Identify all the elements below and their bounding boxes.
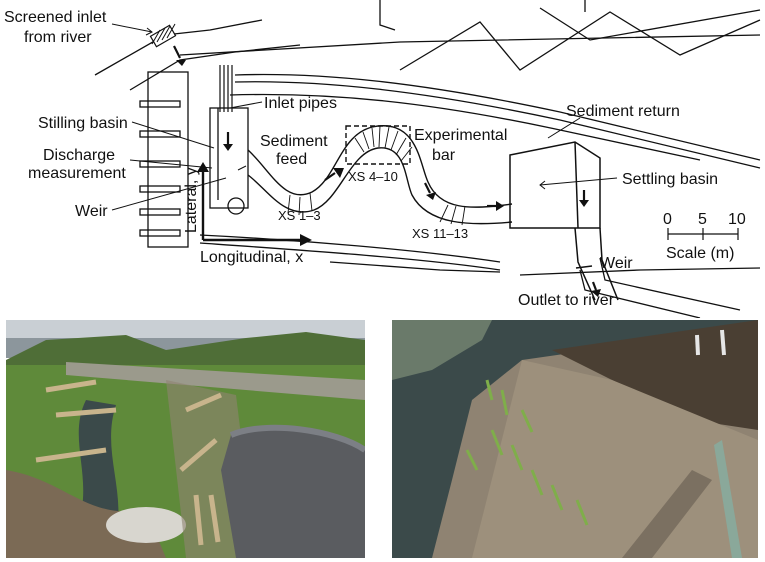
screened-inlet bbox=[149, 23, 177, 48]
leader-lines bbox=[111, 23, 618, 211]
label-stilling-basin: Stilling basin bbox=[38, 115, 128, 132]
label-discharge-2: measurement bbox=[28, 165, 126, 182]
label-weir-right: Weir bbox=[600, 255, 633, 272]
label-screened-inlet-2: from river bbox=[24, 29, 92, 46]
label-outlet: Outlet to river bbox=[518, 292, 615, 309]
embankment-band-1 bbox=[234, 73, 761, 161]
boundary-line-top bbox=[94, 19, 263, 76]
scale-tick-10: 10 bbox=[728, 211, 746, 228]
flow-arrows bbox=[173, 45, 601, 297]
cross-sections bbox=[287, 125, 466, 226]
label-inlet-pipes: Inlet pipes bbox=[264, 95, 337, 112]
embankment-band-3 bbox=[229, 93, 701, 161]
scale-tick-5: 5 bbox=[698, 211, 707, 228]
label-experimental-bar-1: Experimental bbox=[414, 127, 507, 144]
boundary-zigzag bbox=[399, 11, 761, 71]
site-photo-overview bbox=[6, 320, 365, 558]
boundary-building-1 bbox=[379, 0, 396, 31]
left-piers bbox=[139, 100, 181, 237]
feed-hopper bbox=[227, 197, 245, 215]
scale-tick-0: 0 bbox=[663, 211, 672, 228]
site-plan-diagram: Screened inlet from river Inlet pipes Se… bbox=[4, 0, 761, 318]
label-xs-4-10: XS 4–10 bbox=[348, 169, 398, 184]
boundary-diagonal-top bbox=[539, 7, 761, 41]
road-band-1 bbox=[199, 234, 501, 263]
inlet-pipes bbox=[219, 65, 233, 112]
site-photo-bar bbox=[392, 320, 758, 558]
embankment-band-2 bbox=[234, 81, 761, 169]
label-weir-left: Weir bbox=[75, 203, 108, 220]
label-sediment-return: Sediment return bbox=[566, 103, 680, 120]
settling-basin-structure bbox=[509, 141, 619, 301]
label-screened-inlet-1: Screened inlet bbox=[4, 9, 107, 26]
label-settling-basin: Settling basin bbox=[622, 171, 718, 188]
scale-label: Scale (m) bbox=[666, 245, 734, 262]
label-sediment-feed-1: Sediment bbox=[260, 133, 328, 150]
left-building bbox=[147, 71, 189, 248]
road-band-3 bbox=[329, 261, 501, 273]
label-xs-1-3: XS 1–3 bbox=[278, 208, 321, 223]
outlet-channel-line-1 bbox=[579, 269, 701, 318]
bar-highlight-box bbox=[345, 125, 411, 165]
label-discharge-1: Discharge bbox=[43, 147, 115, 164]
label-sediment-feed-2: feed bbox=[276, 151, 307, 168]
road-band-2 bbox=[199, 242, 501, 271]
label-experimental-bar-2: bar bbox=[432, 147, 456, 164]
outlet-channel-line-2 bbox=[599, 257, 741, 311]
stilling-basin-structure bbox=[209, 107, 249, 209]
boundary-line-upper bbox=[179, 34, 761, 56]
scale-bar bbox=[667, 228, 739, 240]
label-lateral-axis: Lateral, y bbox=[183, 167, 200, 233]
label-xs-11-13: XS 11–13 bbox=[412, 226, 468, 241]
coordinate-axes bbox=[197, 162, 312, 246]
road-band-4 bbox=[519, 267, 761, 276]
boundary-line-inlet bbox=[129, 44, 301, 91]
label-longitudinal-axis: Longitudinal, x bbox=[200, 249, 303, 266]
